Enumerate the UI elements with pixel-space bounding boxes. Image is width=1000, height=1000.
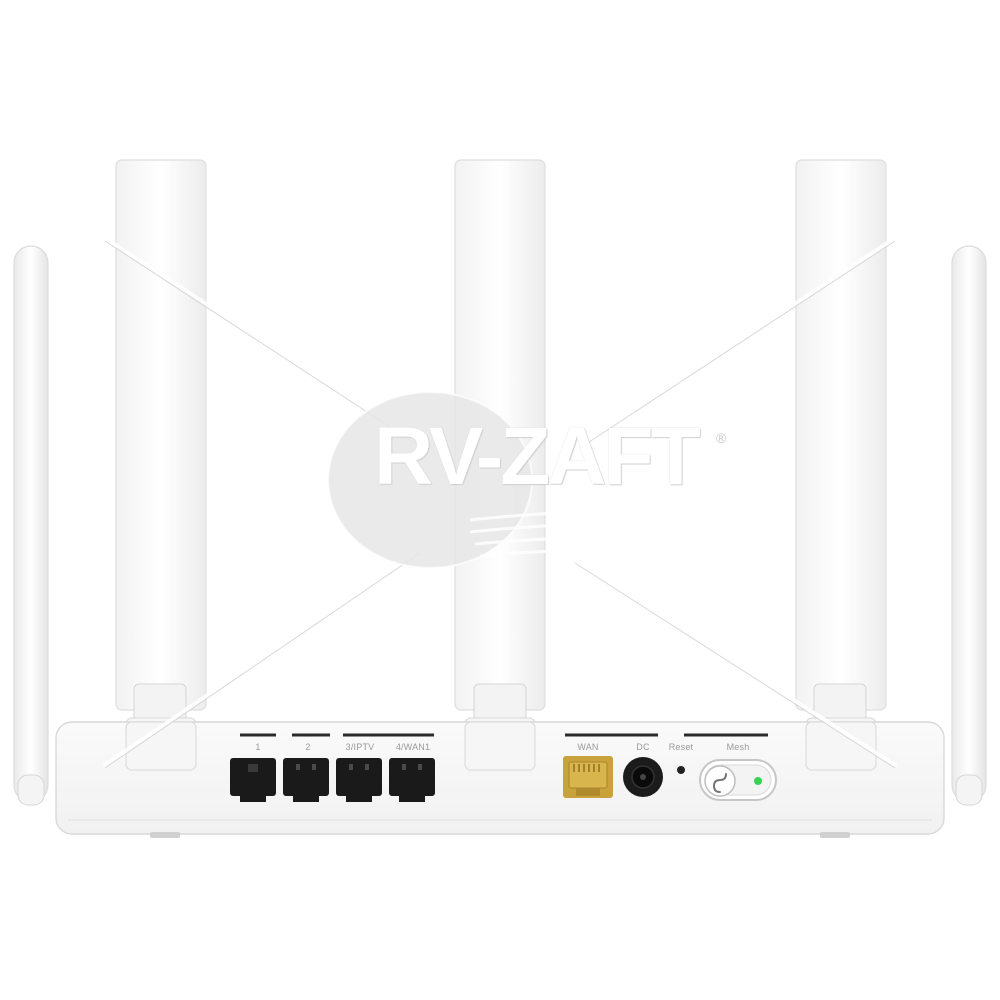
thin-antenna-right <box>951 245 987 806</box>
mesh-button <box>699 759 777 801</box>
dc-power-jack <box>623 757 663 797</box>
port-label-reset: Reset <box>668 742 694 752</box>
lan-port-3 <box>336 758 382 802</box>
port-label-1: 1 <box>255 742 261 752</box>
thin-antenna-left <box>13 245 49 806</box>
antenna-bases <box>125 721 877 771</box>
wan-port <box>563 756 613 798</box>
port-label-2: 2 <box>305 742 311 752</box>
port-label-dc: DC <box>636 742 650 752</box>
watermark-lines <box>103 236 897 767</box>
lan-port-2 <box>283 758 329 802</box>
lan-port-4 <box>389 758 435 802</box>
lan-port-1 <box>230 758 276 802</box>
port-label-4-wan1: 4/WAN1 <box>395 742 431 752</box>
wide-antenna-left <box>115 159 207 767</box>
mesh-indicator-light <box>754 777 762 785</box>
watermark-logo-shape <box>327 391 711 569</box>
reset-pinhole <box>677 766 685 774</box>
port-label-wan: WAN <box>577 742 599 752</box>
port-label-3-iptv: 3/IPTV <box>345 742 375 752</box>
port-label-mesh: Mesh <box>726 742 750 752</box>
